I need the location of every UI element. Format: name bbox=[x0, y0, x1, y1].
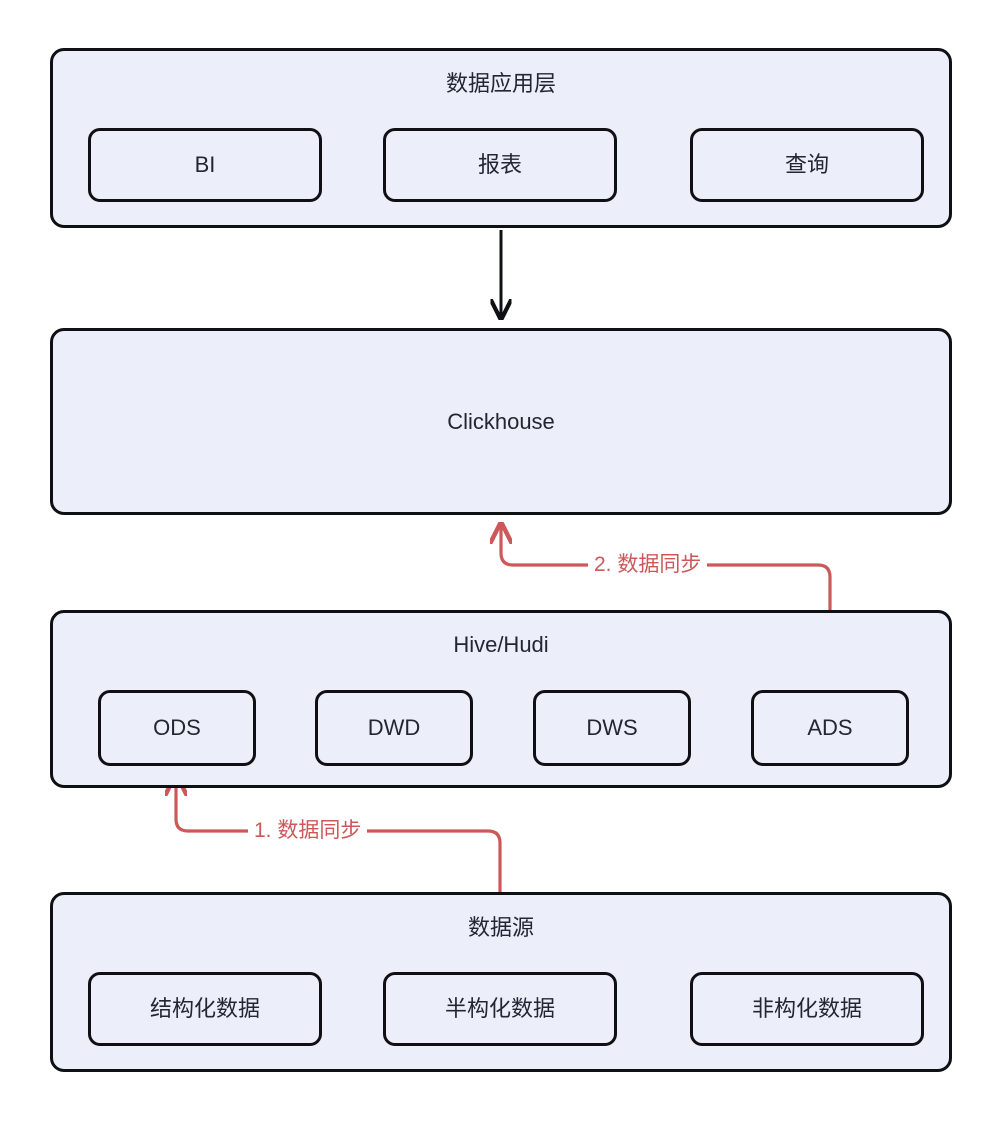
node-report[interactable]: 报表 bbox=[383, 128, 617, 202]
node-ads-label: ADS bbox=[807, 715, 853, 740]
node-dwd-label: DWD bbox=[367, 715, 421, 740]
node-dws-label: DWS bbox=[586, 715, 638, 740]
node-report-label: 报表 bbox=[477, 152, 522, 177]
layer-clickhouse[interactable] bbox=[50, 328, 952, 515]
edge-sync-1-label: 1. 数据同步 bbox=[248, 820, 368, 841]
node-unstructured-label: 非构化数据 bbox=[751, 996, 862, 1021]
layer-clickhouse-title: Clickhouse bbox=[447, 409, 555, 434]
node-query-label: 查询 bbox=[784, 152, 829, 177]
node-ads[interactable]: ADS bbox=[751, 690, 909, 766]
layer-data-source-title: 数据源 bbox=[467, 915, 534, 940]
node-ods[interactable]: ODS bbox=[98, 690, 256, 766]
node-semi-structured-label: 半构化数据 bbox=[444, 996, 555, 1021]
node-bi[interactable]: BI bbox=[88, 128, 322, 202]
node-dwd[interactable]: DWD bbox=[315, 690, 473, 766]
node-semi-structured[interactable]: 半构化数据 bbox=[383, 972, 617, 1046]
edge-sync-2-label: 2. 数据同步 bbox=[588, 554, 708, 575]
node-query[interactable]: 查询 bbox=[690, 128, 924, 202]
node-unstructured[interactable]: 非构化数据 bbox=[690, 972, 924, 1046]
node-structured-label: 结构化数据 bbox=[149, 996, 260, 1021]
node-ods-label: ODS bbox=[153, 715, 201, 740]
layer-app-layer-title: 数据应用层 bbox=[445, 71, 556, 96]
node-dws[interactable]: DWS bbox=[533, 690, 691, 766]
node-structured[interactable]: 结构化数据 bbox=[88, 972, 322, 1046]
layer-hive-hudi-title: Hive/Hudi bbox=[453, 632, 549, 657]
node-bi-label: BI bbox=[194, 152, 216, 177]
